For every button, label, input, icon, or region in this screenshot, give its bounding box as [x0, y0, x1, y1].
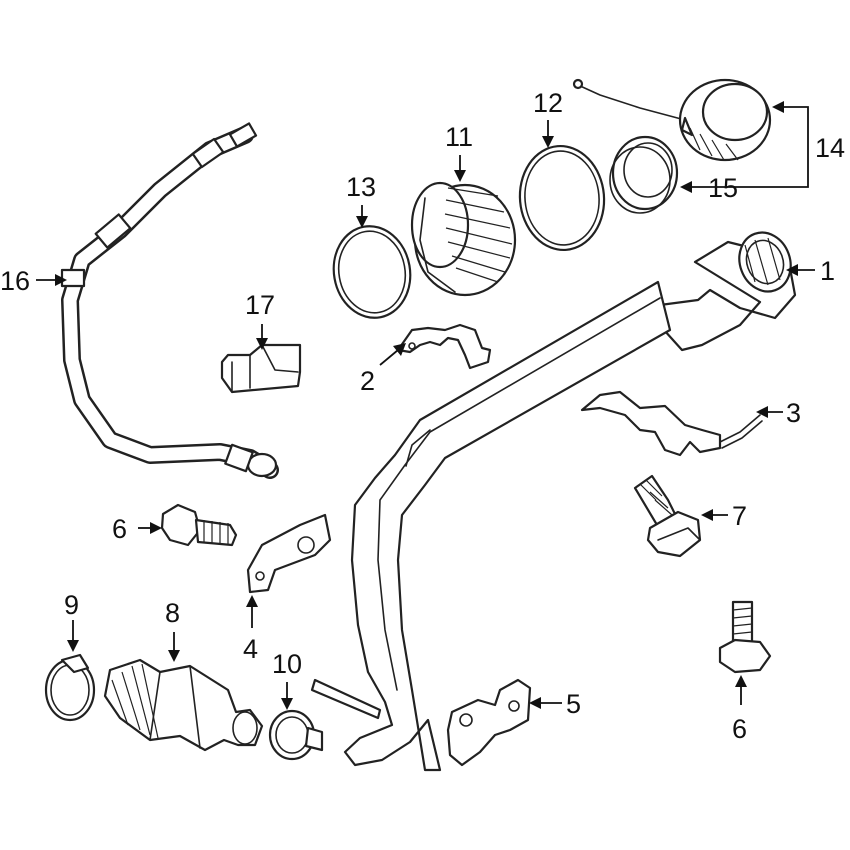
part-6-upper-bolt [160, 503, 238, 547]
callout-12: 12 [533, 88, 563, 118]
part-2-bracket [396, 323, 492, 370]
part-6-lower-bolt [718, 600, 772, 674]
callout-10: 10 [272, 649, 302, 679]
part-13-seal [332, 225, 412, 319]
callout-9: 9 [64, 590, 79, 620]
part-7-bolt [633, 474, 702, 558]
callout-5: 5 [566, 689, 581, 719]
callout-16: 16 [0, 266, 30, 296]
part-12-seal [518, 144, 606, 252]
strap [310, 678, 382, 720]
callout-11: 11 [445, 122, 473, 152]
part-17-clip [220, 343, 302, 394]
part-5-bracket [446, 678, 532, 767]
part-10-clamp [268, 709, 324, 761]
callout-3: 3 [786, 398, 801, 428]
part-16-vent-hose [60, 122, 279, 479]
part-15-cap-seal [609, 135, 679, 214]
callout-17: 17 [245, 290, 275, 320]
callout-13: 13 [346, 172, 376, 202]
callout-6-lower: 6 [732, 714, 747, 744]
callout-6-upper: 6 [112, 514, 127, 544]
part-14-fuel-cap [572, 78, 772, 162]
callout-15: 15 [708, 173, 738, 203]
callout-1: 1 [820, 256, 835, 286]
part-9-clamp [44, 653, 96, 722]
part-1-filler-pipe [343, 231, 797, 772]
leader-lines [36, 101, 815, 710]
part-4-bracket [246, 513, 332, 594]
callout-labels: 1 2 3 4 5 6 6 7 8 9 10 11 12 13 14 15 16… [0, 88, 845, 744]
part-3-bracket [580, 390, 763, 457]
part-8-valve [103, 658, 264, 752]
callout-8: 8 [165, 598, 180, 628]
part-11-housing [410, 181, 517, 297]
callout-7: 7 [732, 501, 747, 531]
callout-14: 14 [815, 133, 845, 163]
callout-2: 2 [360, 366, 375, 396]
callout-4: 4 [243, 634, 258, 664]
